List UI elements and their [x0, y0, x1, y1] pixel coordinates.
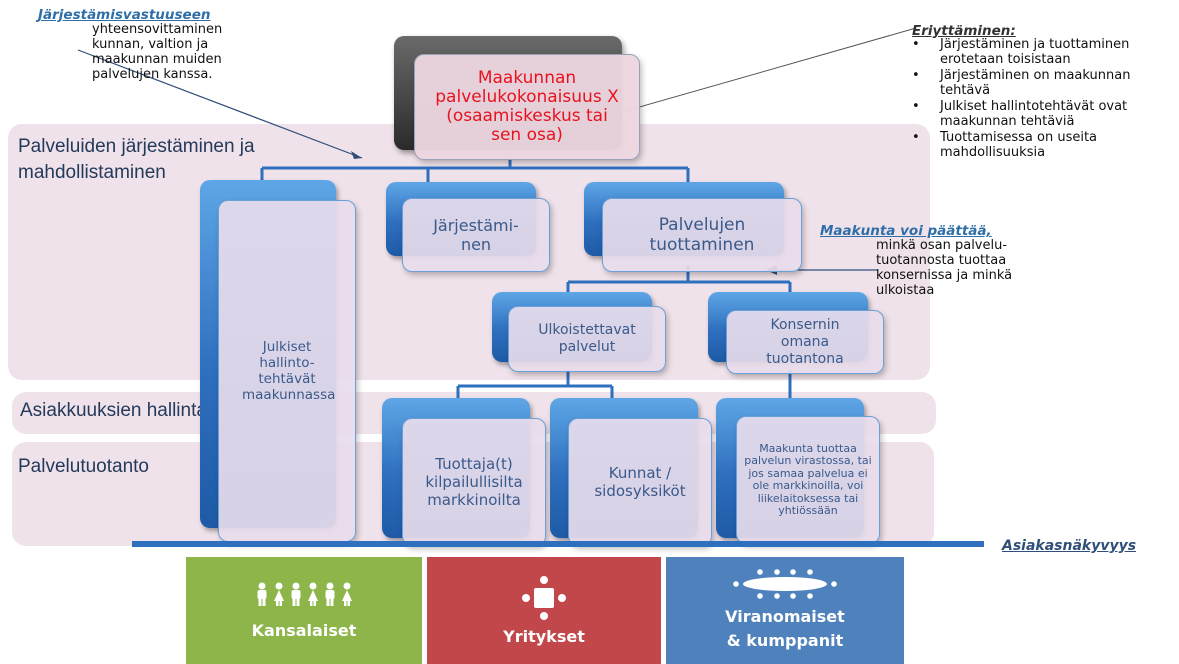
- tile-kansalaiset: Kansalaiset: [186, 557, 422, 664]
- ulkoistettavat-box-label: Ulkoistettavat palvelut: [538, 322, 636, 355]
- erittaminen-note: Eriyttäminen: Järjestäminen ja tuottamin…: [910, 24, 1172, 160]
- tuottajat-box: Tuottaja(t) kilpailullisilta markkinoilt…: [402, 418, 546, 546]
- tuottaminen-box: Palvelujen tuottaminen: [602, 198, 802, 272]
- root-box-label: Maakunnan palvelukokonaisuus X (osaamisk…: [435, 68, 619, 145]
- meeting-table-icon: [522, 576, 566, 620]
- maakunta-note-title: Maakunta voi päättää,: [820, 223, 992, 239]
- conference-table-icon: [733, 568, 837, 599]
- erittaminen-list: Järjestäminen ja tuottaminen erotetaan t…: [910, 37, 1172, 160]
- erittaminen-title: Eriyttäminen:: [912, 23, 1016, 39]
- kunnat-box-label: Kunnat / sidosyksiköt: [594, 464, 686, 500]
- tile-yritykset: Yritykset: [427, 557, 661, 664]
- erittaminen-item: Järjestäminen on maakunnan tehtävä: [910, 68, 1172, 98]
- erittaminen-item: Järjestäminen ja tuottaminen erotetaan t…: [910, 37, 1172, 67]
- top-note-title: Järjestämisvastuuseen: [38, 7, 211, 23]
- tile-label: Viranomaiset & kumppanit: [725, 606, 845, 650]
- jarjestaminen-box-label: Järjestämi-nen: [433, 216, 519, 254]
- julkiset-box: Julkiset hallinto-tehtävät maakunnassa: [218, 200, 356, 542]
- maakunta-tuottaa-box-label: Maakunta tuottaa palvelun virastossa, ta…: [744, 441, 872, 517]
- band-label-asiakkuus: Asiakkuuksien hallinta: [20, 400, 207, 421]
- julkiset-box-label: Julkiset hallinto-tehtävät maakunnassa: [242, 339, 336, 403]
- maakunta-note-text: minkä osan palvelu-tuotannosta tuottaa k…: [876, 238, 1013, 298]
- top-note: Järjestämisvastuuseen yhteensovittaminen…: [38, 8, 278, 82]
- kunnat-box: Kunnat / sidosyksiköt: [568, 418, 712, 546]
- erittaminen-item: Tuottamisessa on useita mahdollisuuksia: [910, 130, 1172, 160]
- erittaminen-item: Julkiset hallintotehtävät ovat maakunnan…: [910, 99, 1172, 129]
- band-label-jarjestaminen: Palveluiden järjestäminen ja mahdollista…: [18, 136, 255, 183]
- tile-viranomaiset: Viranomaiset & kumppanit: [666, 557, 904, 664]
- people-icon: [257, 582, 352, 606]
- band-label-palvelutuotanto: Palvelutuotanto: [18, 456, 149, 477]
- tuottajat-box-label: Tuottaja(t) kilpailullisilta markkinoilt…: [425, 455, 523, 509]
- tile-label: Yritykset: [503, 627, 585, 646]
- tuottaminen-box-label: Palvelujen tuottaminen: [649, 215, 755, 255]
- visibility-bar: [132, 541, 984, 547]
- root-box: Maakunnan palvelukokonaisuus X (osaamisk…: [414, 54, 640, 160]
- visibility-label: Asiakasnäkyvyys: [1002, 538, 1137, 554]
- ulkoistettavat-box: Ulkoistettavat palvelut: [508, 306, 666, 372]
- konsernin-box: Konsernin omana tuotantona: [726, 310, 884, 374]
- jarjestaminen-box: Järjestämi-nen: [402, 198, 550, 272]
- maakunta-note: Maakunta voi päättää, minkä osan palvelu…: [820, 224, 1040, 298]
- konsernin-box-label: Konsernin omana tuotantona: [766, 316, 844, 367]
- maakunta-tuottaa-box: Maakunta tuottaa palvelun virastossa, ta…: [736, 416, 880, 544]
- top-note-text: yhteensovittaminen kunnan, valtion ja ma…: [92, 22, 223, 82]
- tile-label: Kansalaiset: [251, 621, 357, 640]
